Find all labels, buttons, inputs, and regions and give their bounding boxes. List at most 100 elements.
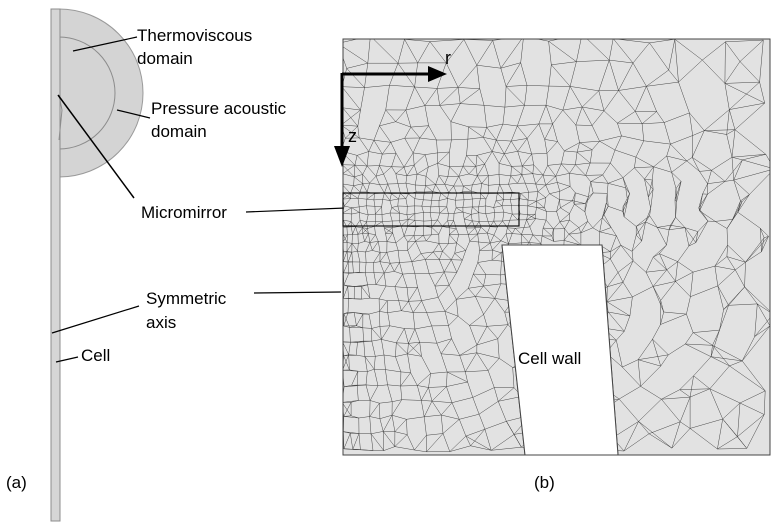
mesh-edge	[363, 341, 366, 357]
mesh-edge	[500, 39, 524, 69]
mesh-edge	[381, 339, 385, 356]
mesh-edge	[498, 153, 505, 164]
mesh-edge	[635, 140, 645, 158]
mesh-edge	[607, 281, 624, 288]
mesh-edge	[590, 181, 609, 184]
mesh-edge	[470, 184, 473, 192]
mesh-edge	[413, 226, 417, 236]
mesh-edge	[369, 416, 372, 434]
mesh-edge	[379, 183, 388, 185]
mesh-edge	[350, 340, 364, 343]
mesh-edge	[471, 212, 479, 215]
mesh-edge	[545, 185, 550, 194]
mesh-edge	[649, 215, 658, 228]
mesh-edge	[728, 303, 758, 306]
mesh-edge	[505, 227, 508, 234]
mesh-edge	[356, 325, 363, 329]
mesh-edge	[364, 84, 390, 88]
mesh-edge	[458, 87, 480, 90]
mesh-edge	[356, 155, 368, 167]
mesh-edge	[575, 192, 589, 198]
mesh-edge	[412, 300, 422, 313]
mesh-edge	[368, 314, 372, 329]
mesh-edge	[749, 168, 770, 195]
mesh-edge	[440, 353, 448, 373]
mesh-edge	[403, 164, 415, 168]
mesh-edge	[536, 191, 539, 202]
mesh-edge	[590, 174, 603, 182]
mesh-edge	[631, 235, 637, 252]
mesh-edge	[576, 39, 583, 62]
mesh-edge	[599, 135, 622, 142]
mesh-edge	[637, 339, 653, 360]
mesh-edge	[347, 234, 353, 236]
mesh-edge	[674, 181, 682, 201]
mesh-edge	[483, 137, 493, 152]
mesh-edge	[487, 324, 508, 327]
mesh-edge	[608, 39, 614, 61]
mesh-edge	[447, 213, 449, 221]
mesh-edge	[492, 151, 500, 164]
mesh-edge	[413, 152, 426, 155]
mesh-edge	[475, 296, 484, 315]
mesh-edge	[392, 232, 397, 243]
mesh-edge	[379, 325, 390, 327]
mesh-edge	[351, 226, 353, 235]
cell-strip	[50, 8, 61, 522]
mesh-edge	[379, 298, 388, 301]
z-axis-arrowhead	[334, 146, 350, 167]
mesh-edge	[641, 111, 657, 124]
mesh-edge	[521, 234, 530, 243]
mesh-edge	[382, 220, 393, 222]
mesh-edge	[366, 221, 368, 229]
mesh-edge	[426, 240, 440, 244]
mesh-edge	[383, 446, 395, 451]
mesh-edge	[421, 400, 425, 417]
mesh-edge	[560, 200, 573, 208]
mesh-edge	[569, 86, 583, 108]
mesh-edge	[531, 152, 548, 155]
mesh-edge	[366, 165, 377, 177]
mesh-edge	[397, 39, 405, 64]
mesh-edge	[368, 311, 380, 315]
mesh-edge	[497, 401, 507, 422]
mesh-edge	[483, 285, 495, 299]
mesh-edge	[671, 172, 682, 182]
mesh-edge	[649, 42, 669, 71]
mesh-edge	[364, 241, 370, 243]
mesh-edge	[691, 135, 693, 158]
mesh-edge	[424, 185, 426, 193]
mesh-edge	[486, 326, 498, 339]
mesh-edge	[702, 59, 726, 84]
mesh-edge	[508, 233, 513, 244]
mesh-edge	[699, 210, 716, 222]
mesh-edge	[631, 251, 634, 261]
mesh-edge	[635, 156, 654, 167]
mesh-edge	[645, 272, 654, 287]
mesh-edge	[617, 123, 622, 136]
mesh-edge	[395, 152, 405, 168]
mesh-edge	[438, 192, 442, 201]
mesh-edge	[466, 139, 469, 156]
mesh-edge	[666, 229, 670, 246]
mesh-edge	[512, 228, 516, 234]
mesh-edge	[742, 360, 766, 392]
mesh-edge	[391, 415, 396, 432]
mesh-edge	[532, 234, 542, 244]
mesh-edge	[431, 227, 439, 235]
mesh-edge	[538, 123, 545, 140]
mesh-edge	[702, 183, 708, 194]
mesh-edge	[603, 90, 619, 111]
mesh-edge	[585, 192, 594, 204]
thermoviscous-domain	[58, 36, 116, 150]
symmetric-leader	[51, 305, 140, 334]
mesh-edge	[451, 402, 460, 420]
mesh-edge	[526, 218, 536, 221]
mesh-edge	[442, 419, 460, 434]
mesh-edge	[636, 221, 646, 227]
mesh-edge	[505, 233, 509, 244]
mesh-edge	[722, 402, 741, 420]
mesh-edge	[608, 60, 619, 91]
mesh-edge	[527, 201, 537, 207]
mesh-edge	[437, 163, 440, 176]
